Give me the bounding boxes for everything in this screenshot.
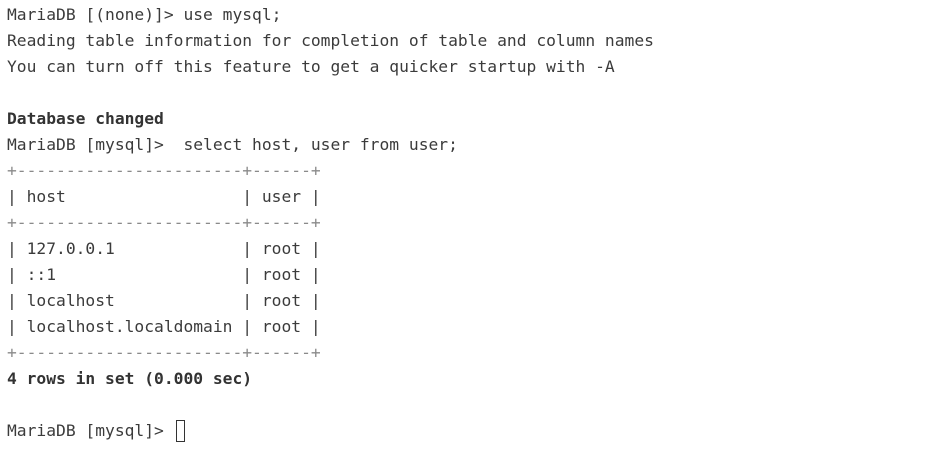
table-border-bottom: +-----------------------+------+	[7, 343, 321, 362]
info-message-startup-hint: You can turn off this feature to get a q…	[7, 57, 615, 76]
info-message-reading-table: Reading table information for completion…	[7, 31, 654, 50]
text-cursor[interactable]	[175, 420, 185, 442]
blank-line	[7, 392, 917, 418]
table-border-header: +-----------------------+------+	[7, 213, 321, 232]
blank-line	[7, 80, 917, 106]
status-database-changed: Database changed	[7, 109, 164, 128]
table-row: | localhost.localdomain | root |	[7, 317, 321, 336]
table-row: | 127.0.0.1 | root |	[7, 239, 321, 258]
table-row: | localhost | root |	[7, 291, 321, 310]
table-header-row: | host | user |	[7, 187, 321, 206]
table-row: | ::1 | root |	[7, 265, 321, 284]
result-summary: 4 rows in set (0.000 sec)	[7, 369, 253, 388]
command-line-select: MariaDB [mysql]> select host, user from …	[7, 135, 458, 154]
table-border-top: +-----------------------+------+	[7, 161, 321, 180]
command-line-use-mysql: MariaDB [(none)]> use mysql;	[7, 5, 282, 24]
terminal-output[interactable]: MariaDB [(none)]> use mysql; Reading tab…	[7, 2, 917, 444]
current-prompt-line[interactable]: MariaDB [mysql]>	[7, 418, 917, 444]
prompt-text: MariaDB [mysql]>	[7, 421, 174, 440]
